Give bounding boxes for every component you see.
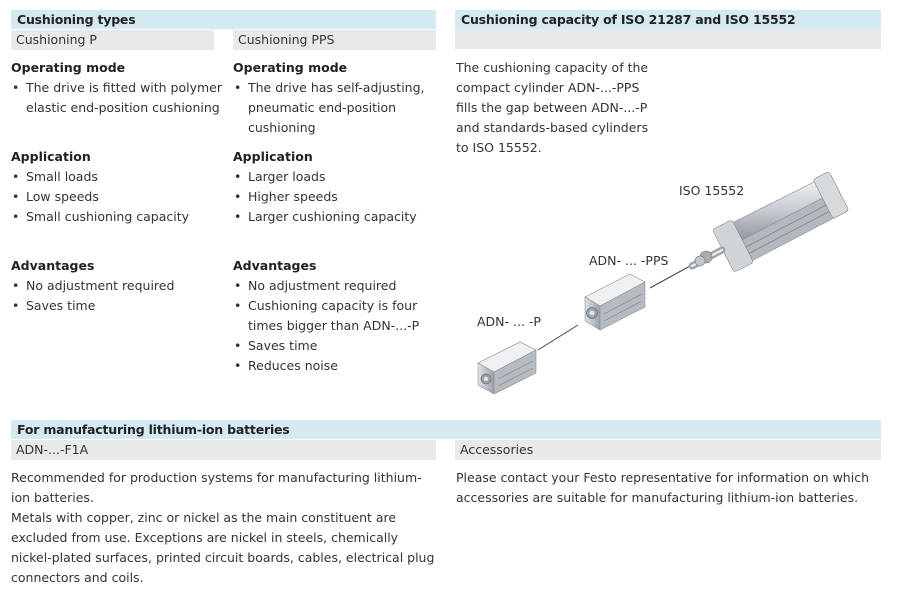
list-item: No adjustment required — [233, 276, 433, 296]
cushioning-capacity-text: The cushioning capacity of the compact c… — [456, 60, 649, 155]
list-item: Small loads — [11, 167, 223, 187]
list-item: Saves time — [233, 336, 433, 356]
adn-p-label: ADN- ... -P — [477, 314, 541, 329]
list-item: Larger loads — [233, 167, 433, 187]
cushioning-pps-subheader: Cushioning PPS — [233, 30, 436, 50]
list-item: Cushioning capacity is four times bigger… — [233, 296, 433, 336]
advantages-heading: Advantages — [11, 258, 95, 273]
advantages-list: No adjustment required Cushioning capaci… — [233, 276, 433, 376]
lithium-ion-paragraph-1: Recommended for production systems for m… — [11, 470, 422, 505]
operating-mode-heading: Operating mode — [11, 60, 126, 75]
operating-mode-list: The drive has self-adjusting, pneumatic … — [233, 78, 433, 138]
application-list: Larger loads Higher speeds Larger cushio… — [233, 167, 433, 227]
adn-p-cylinder-icon — [477, 341, 537, 395]
list-item: The drive is fitted with polymer elastic… — [11, 78, 223, 118]
accessories-subheader: Accessories — [455, 440, 881, 460]
cushioning-capacity-subheader-bar — [455, 29, 881, 49]
operating-mode-list: The drive is fitted with polymer elastic… — [11, 78, 223, 118]
advantages-list: No adjustment required Saves time — [11, 276, 223, 316]
cushioning-capacity-header: Cushioning capacity of ISO 21287 and ISO… — [455, 10, 881, 29]
iso-15552-cylinder-icon — [688, 172, 849, 272]
list-item: Low speeds — [11, 187, 223, 207]
lithium-ion-text: Recommended for production systems for m… — [11, 468, 439, 588]
adn-f1a-subheader: ADN-...-F1A — [11, 440, 436, 460]
application-heading: Application — [11, 149, 91, 164]
lithium-ion-header: For manufacturing lithium-ion batteries — [11, 420, 881, 439]
adn-pps-label: ADN- ... -PPS — [589, 253, 669, 268]
adn-pps-cylinder-icon — [584, 273, 646, 331]
cushioning-p-column: Operating mode The drive is fitted with … — [11, 58, 223, 316]
application-list: Small loads Low speeds Small cushioning … — [11, 167, 223, 227]
cushioning-p-subheader: Cushioning P — [11, 30, 214, 50]
list-item: The drive has self-adjusting, pneumatic … — [233, 78, 433, 138]
cylinder-comparison-illustration — [477, 172, 849, 395]
accessories-text: Please contact your Festo representative… — [456, 470, 870, 505]
list-item: Saves time — [11, 296, 223, 316]
application-heading: Application — [233, 149, 313, 164]
connector-line — [649, 265, 691, 289]
lithium-ion-paragraph-2: Metals with copper, zinc or nickel as th… — [11, 510, 435, 585]
iso-15552-label: ISO 15552 — [679, 183, 745, 198]
list-item: Small cushioning capacity — [11, 207, 223, 227]
operating-mode-heading: Operating mode — [233, 60, 348, 75]
list-item: No adjustment required — [11, 276, 223, 296]
cushioning-pps-column: Operating mode The drive has self-adjust… — [233, 58, 433, 376]
list-item: Reduces noise — [233, 356, 433, 376]
connector-line — [537, 324, 579, 351]
list-item: Larger cushioning capacity — [233, 207, 433, 227]
list-item: Higher speeds — [233, 187, 433, 207]
advantages-heading: Advantages — [233, 258, 317, 273]
cushioning-types-header: Cushioning types — [11, 10, 436, 29]
